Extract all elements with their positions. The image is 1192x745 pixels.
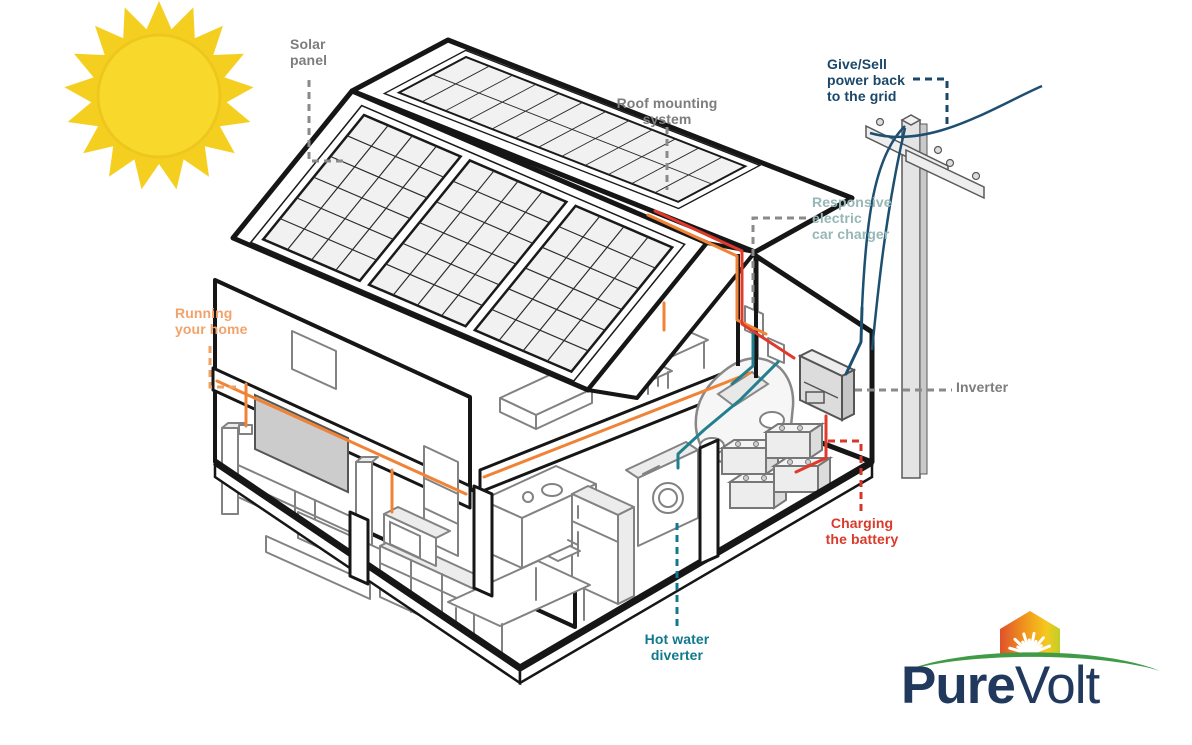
brand-pure: Pure [901,656,1016,715]
wire-teal-diverter [676,332,780,470]
grid-cables [860,84,1043,351]
logo-mark [903,611,1160,672]
brand-volt: Volt [1014,656,1100,715]
wire-orange-solar [215,213,768,514]
fridge [571,485,635,605]
wire-red-battery [653,209,828,474]
washing-machine [625,441,699,547]
label-car-charger: Responsive electric car charger [812,194,892,242]
crossarm-lower [905,148,985,200]
leader-give-sell [913,77,949,128]
label-roof-mounting: Roof mounting system [616,95,718,127]
kitchen [379,465,635,657]
logo-sunburst-icon [1008,631,1051,660]
insulators [875,117,981,181]
label-hot-water: Hot water diverter [644,631,710,663]
label-running-home: Running your home [175,305,248,337]
leader-lines [208,77,952,629]
leader-running-home [208,346,241,389]
wire-navy-grid [844,306,864,376]
tv [254,393,349,494]
inverter-unit [797,348,857,422]
solar-panel-array-left [249,104,686,382]
leader-car-charger [751,216,806,303]
label-charging-battery: Charging the battery [825,515,899,547]
label-give-sell-grid: Give/Sell power back to the grid [827,56,906,104]
garage-divider-post [698,438,720,566]
wiring [215,209,864,514]
power-pole [860,84,1043,479]
logo-house-icon [1000,611,1060,656]
battery-bank [718,422,834,510]
solar-panel-array-right [382,49,762,210]
logo-swoosh [903,652,1160,672]
label-inverter: Inverter [956,379,1009,395]
brand-wordmark: PureVolt [901,655,1100,716]
roof [230,37,855,400]
front-post [348,510,370,586]
sun-icon [64,1,254,190]
microwave [383,506,451,567]
label-solar-panel: Solar panel [290,36,328,68]
room-divider-post [472,484,494,598]
foundation [213,438,874,686]
leader-solar-panel [307,80,343,163]
window [291,330,337,390]
laundry [625,441,699,547]
